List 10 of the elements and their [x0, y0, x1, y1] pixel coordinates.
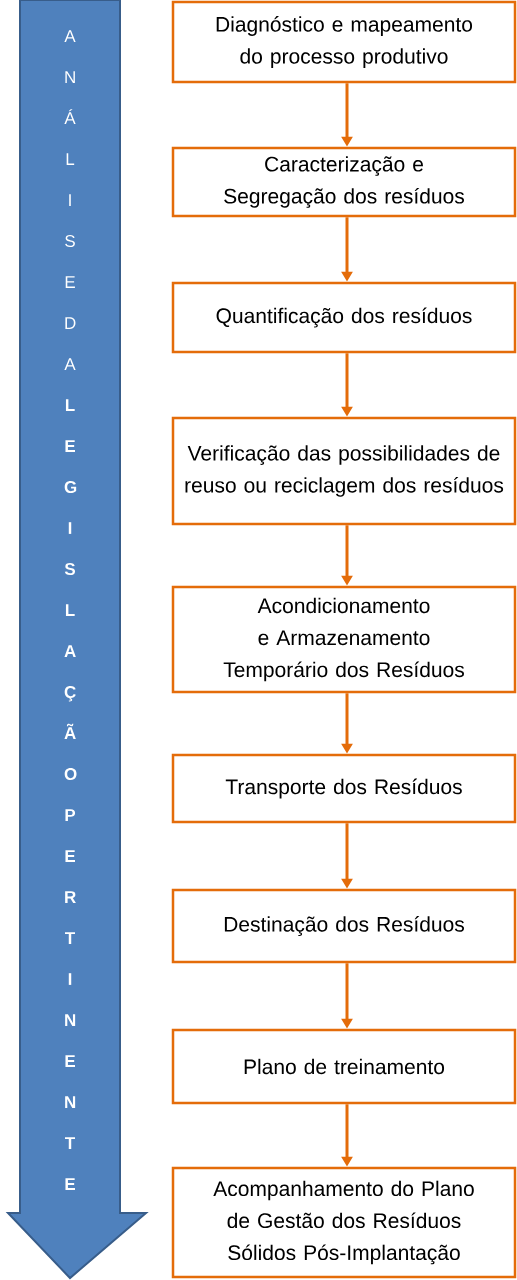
process-box: Transporte dos Resíduos — [171, 753, 517, 824]
process-box: Plano de treinamento — [171, 1028, 517, 1105]
process-box: Acondicionamento e Armazenamento Temporário dos Resíduos — [171, 585, 517, 694]
process-box: Diagnóstico e mapeamento do processo produtivo — [171, 0, 517, 84]
arrow-band: ANÁLISE DA LEGISLAÇÃO PERTINENTE — [5, 0, 149, 1280]
process-box: Acompanhamento do Plano de Gestão dos Resíduos Sólidos Pós-Implantação — [171, 1166, 517, 1279]
process-box: Verificação das possibilidades de reuso ou reciclagem dos resíduos — [171, 416, 517, 526]
process-box: Caracterização e Segregação dos resíduos — [171, 146, 517, 218]
process-box: Quantificação dos resíduos — [171, 281, 517, 354]
process-box: Destinação dos Resíduos — [171, 888, 517, 964]
